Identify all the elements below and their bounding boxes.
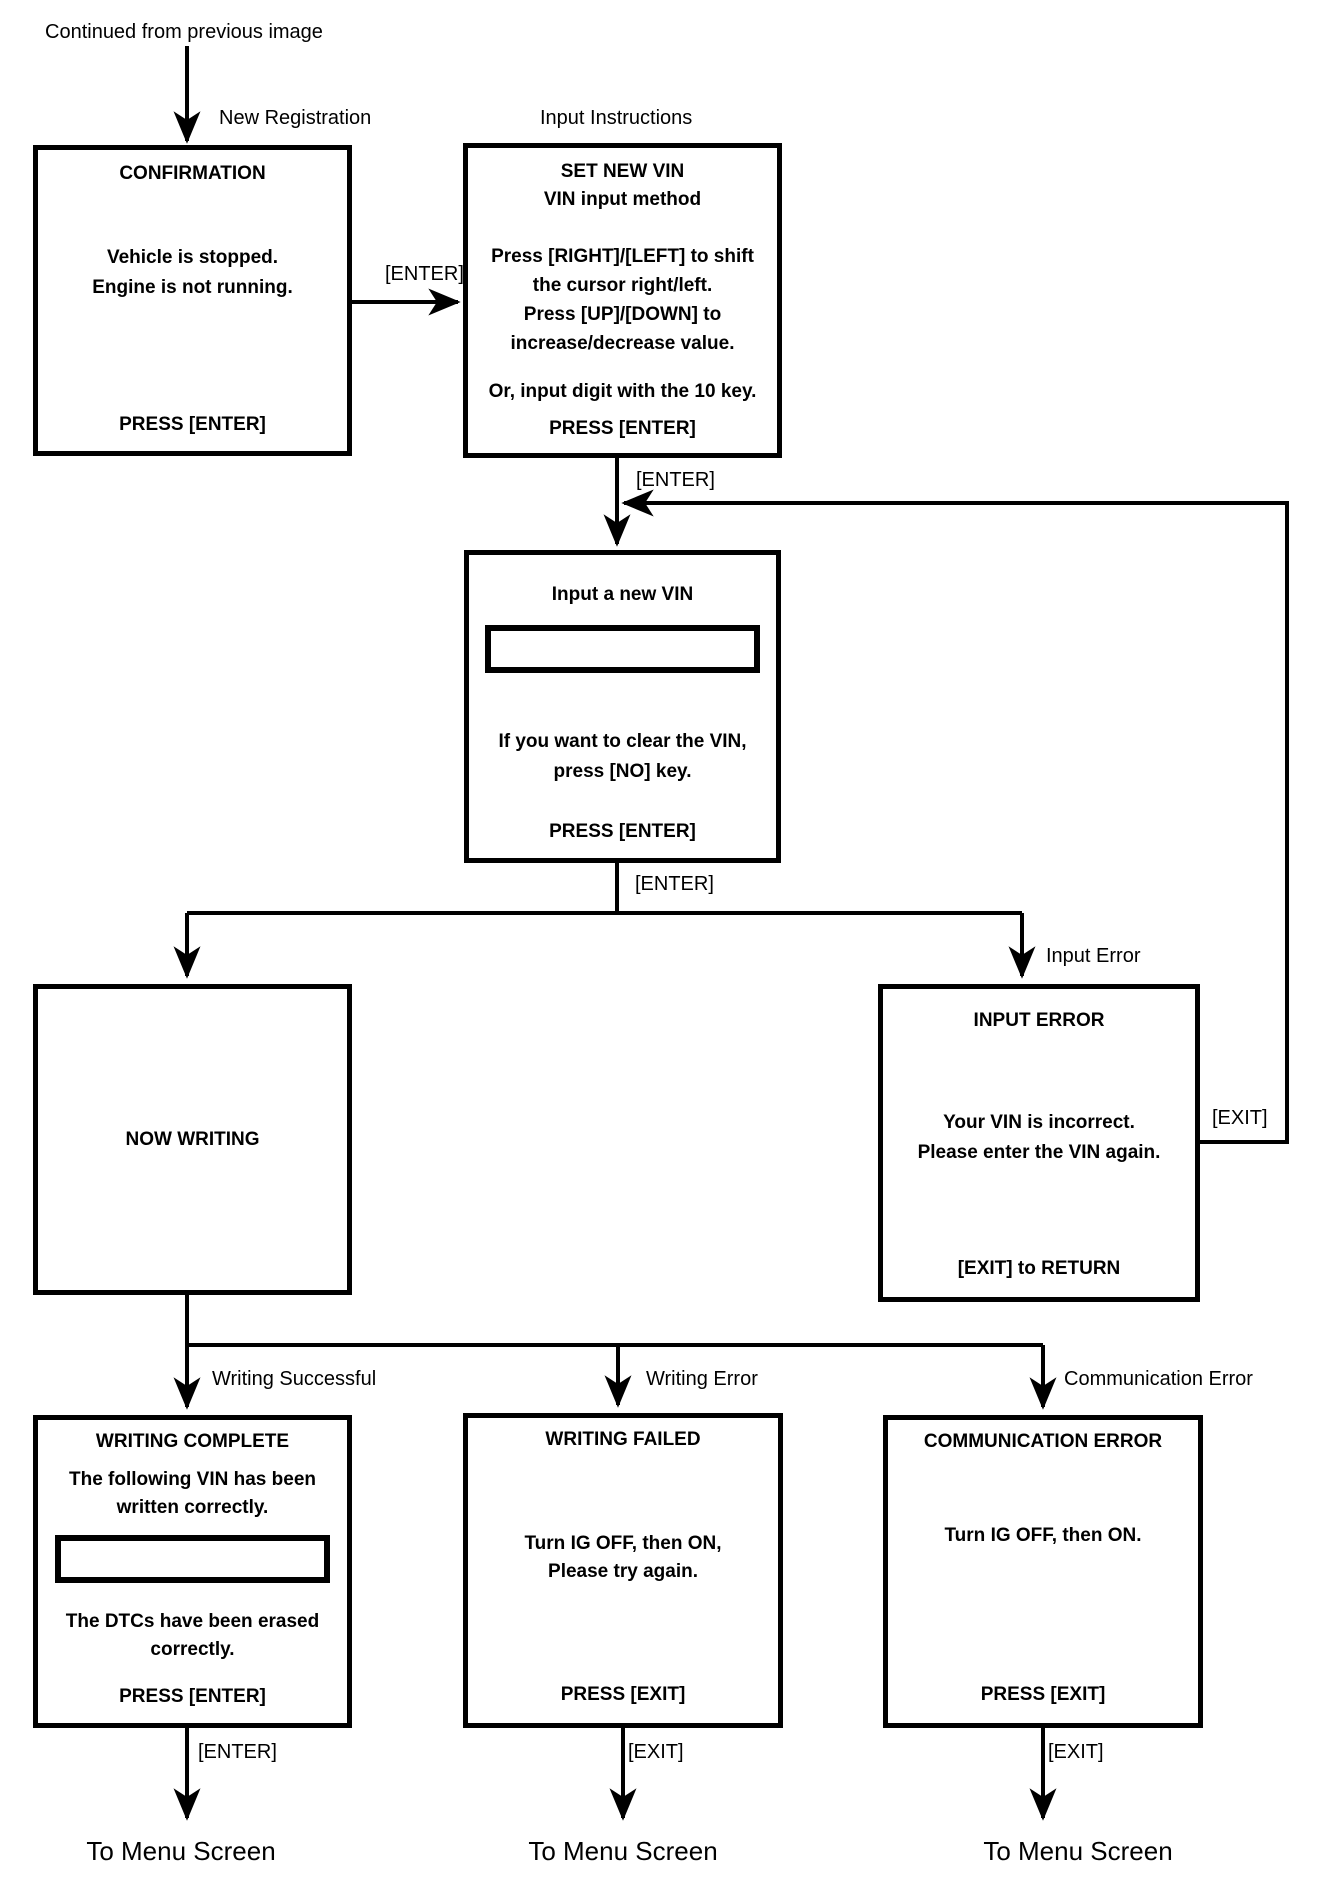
edge-label-writing-successful: Writing Successful (212, 1368, 377, 1390)
writing-complete-line: correctly. (150, 1639, 235, 1660)
communication-error-line: Turn IG OFF, then ON. (944, 1525, 1142, 1546)
writing-failed-line: Turn IG OFF, then ON, (524, 1533, 722, 1554)
node-input-error: INPUT ERROR Your VIN is incorrect. Pleas… (878, 984, 1200, 1302)
now-writing-title: NOW WRITING (125, 1129, 260, 1150)
input-new-vin-line: press [NO] key. (553, 761, 692, 782)
set-new-vin-note: Or, input digit with the 10 key. (488, 381, 757, 402)
terminal-to-menu-screen-mid: To Menu Screen (528, 1836, 718, 1866)
writing-complete-line: The following VIN has been (68, 1469, 317, 1490)
confirmation-line: Vehicle is stopped. (106, 247, 279, 268)
input-error-line: Your VIN is incorrect. (943, 1112, 1135, 1133)
confirmation-line: Engine is not running. (92, 277, 293, 298)
edge-label-input-instructions: Input Instructions (540, 107, 693, 129)
edge-label-enter-to-input-vin: [ENTER] (636, 469, 715, 491)
writing-complete-footer: PRESS [ENTER] (119, 1686, 266, 1707)
set-new-vin-line: increase/decrease value. (510, 333, 735, 354)
communication-error-footer: PRESS [EXIT] (980, 1684, 1106, 1705)
writing-complete-title: WRITING COMPLETE (95, 1431, 290, 1452)
node-input-new-vin: Input a new VIN If you want to clear the… (464, 550, 781, 863)
edge-label-enter-after-input: [ENTER] (635, 873, 714, 895)
communication-error-title: COMMUNICATION ERROR (923, 1431, 1163, 1452)
node-writing-complete: WRITING COMPLETE The following VIN has b… (33, 1415, 352, 1728)
node-now-writing: NOW WRITING (33, 984, 352, 1295)
input-new-vin-line: If you want to clear the VIN, (498, 731, 747, 752)
edge-label-exit-return: [EXIT] (1212, 1107, 1268, 1129)
edge-label-input-error: Input Error (1046, 945, 1141, 967)
confirmation-title: CONFIRMATION (119, 163, 266, 184)
edge-label-exit-to-menu-mid: [EXIT] (628, 1741, 684, 1763)
node-communication-error: COMMUNICATION ERROR Turn IG OFF, then ON… (883, 1415, 1203, 1728)
input-error-title: INPUT ERROR (973, 1010, 1105, 1031)
writing-complete-line: written correctly. (116, 1497, 269, 1518)
edge-label-enter-to-menu: [ENTER] (198, 1741, 277, 1763)
set-new-vin-footer: PRESS [ENTER] (549, 418, 696, 439)
vin-input-field (485, 625, 760, 673)
edge-label-writing-error: Writing Error (646, 1368, 758, 1390)
node-writing-failed: WRITING FAILED Turn IG OFF, then ON, Ple… (463, 1413, 783, 1728)
terminal-to-menu-screen-left: To Menu Screen (86, 1836, 276, 1866)
input-new-vin-title: Input a new VIN (551, 584, 694, 605)
set-new-vin-line: Press [UP]/[DOWN] to (523, 304, 722, 325)
continued-from-label: Continued from previous image (45, 21, 323, 43)
set-new-vin-line: the cursor right/left. (532, 275, 713, 296)
writing-complete-line: The DTCs have been erased (65, 1611, 320, 1632)
edge-label-enter-to-instructions: [ENTER] (385, 263, 464, 285)
writing-failed-title: WRITING FAILED (545, 1429, 701, 1450)
node-set-new-vin: SET NEW VIN VIN input method Press [RIGH… (463, 143, 782, 458)
edge-label-exit-to-menu-right: [EXIT] (1048, 1741, 1104, 1763)
input-new-vin-footer: PRESS [ENTER] (549, 821, 696, 842)
edge-label-communication-error: Communication Error (1064, 1368, 1253, 1390)
set-new-vin-subtitle: VIN input method (543, 189, 702, 210)
set-new-vin-line: Press [RIGHT]/[LEFT] to shift (491, 246, 754, 267)
vin-result-field (55, 1535, 330, 1583)
writing-failed-footer: PRESS [EXIT] (560, 1684, 686, 1705)
arrow-exit-return-loop (621, 489, 1289, 1144)
input-error-footer: [EXIT] to RETURN (957, 1258, 1121, 1279)
input-error-line: Please enter the VIN again. (917, 1142, 1161, 1163)
node-confirmation: CONFIRMATION Vehicle is stopped. Engine … (33, 145, 352, 456)
confirmation-footer: PRESS [ENTER] (119, 414, 266, 435)
edge-label-new-registration: New Registration (219, 107, 372, 129)
terminal-to-menu-screen-right: To Menu Screen (983, 1836, 1173, 1866)
writing-failed-line: Please try again. (548, 1561, 698, 1582)
set-new-vin-title: SET NEW VIN (560, 161, 685, 182)
